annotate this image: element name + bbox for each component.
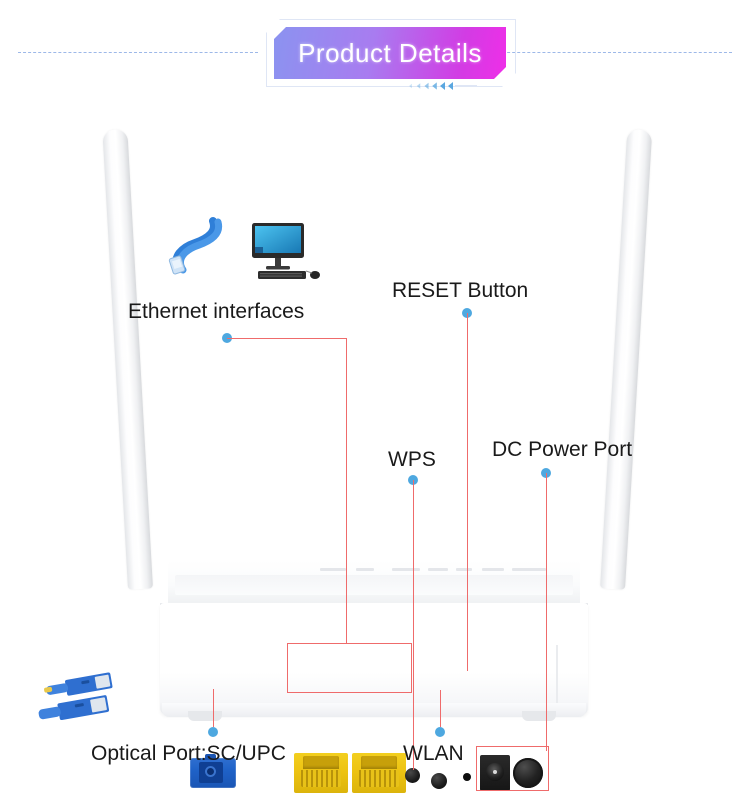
led-indicator-mark [456, 568, 472, 571]
led-indicator-mark [512, 568, 546, 571]
page-title: Product Details [298, 37, 482, 68]
banner-outline [266, 19, 516, 87]
optical-port-tab [205, 754, 216, 760]
chevron-left-icon [448, 82, 453, 90]
callout-label-optical-port: Optical Port:SC/UPC [91, 742, 286, 765]
router-front-panel [160, 603, 588, 715]
wps-button[interactable] [405, 768, 420, 783]
fiber-optic-connector-photo [38, 672, 113, 720]
dc-power-jack-pin [493, 770, 497, 774]
ethernet-port-pins [301, 770, 341, 787]
chevron-left-icon [409, 83, 412, 89]
router-antenna-right [600, 129, 653, 590]
reset-button-pinhole[interactable] [463, 773, 471, 781]
router-foot [522, 711, 556, 721]
ethernet-port-pins [359, 770, 399, 787]
router-base-lip [162, 703, 586, 717]
router-side-seam [556, 645, 558, 707]
led-indicator-mark [320, 568, 346, 571]
ethernet-port-2[interactable] [352, 753, 406, 793]
optical-port-ferrule [205, 766, 216, 777]
chevron-left-icon [440, 82, 445, 90]
router-foot [188, 711, 222, 721]
ethernet-port-1[interactable] [294, 753, 348, 793]
banner-arrow-tail [455, 85, 477, 86]
ethernet-cable-photo [168, 217, 223, 275]
desktop-computer-photo [252, 223, 320, 279]
chevron-left-icon [432, 82, 437, 90]
led-indicator-mark [392, 568, 420, 571]
router-antenna-left [102, 129, 153, 590]
product-illustration [0, 105, 750, 793]
led-indicator-mark [356, 568, 374, 571]
header-divider-left [18, 52, 258, 53]
chevron-left-icon [424, 82, 429, 90]
chevron-left-icon [416, 83, 421, 89]
wlan-button[interactable] [431, 773, 447, 789]
callout-label-wlan: WLAN [403, 742, 464, 765]
banner-chip: Product Details [274, 27, 506, 79]
router-top-sheen [175, 575, 573, 595]
header-divider-right [492, 52, 732, 53]
led-indicator-mark [428, 568, 448, 571]
ethernet-port-throat [361, 756, 397, 769]
page-header: Product Details [0, 0, 750, 110]
power-switch[interactable] [513, 758, 543, 788]
led-indicator-mark [482, 568, 504, 571]
banner-arrow-decoration [408, 82, 453, 90]
ethernet-port-throat [303, 756, 339, 769]
